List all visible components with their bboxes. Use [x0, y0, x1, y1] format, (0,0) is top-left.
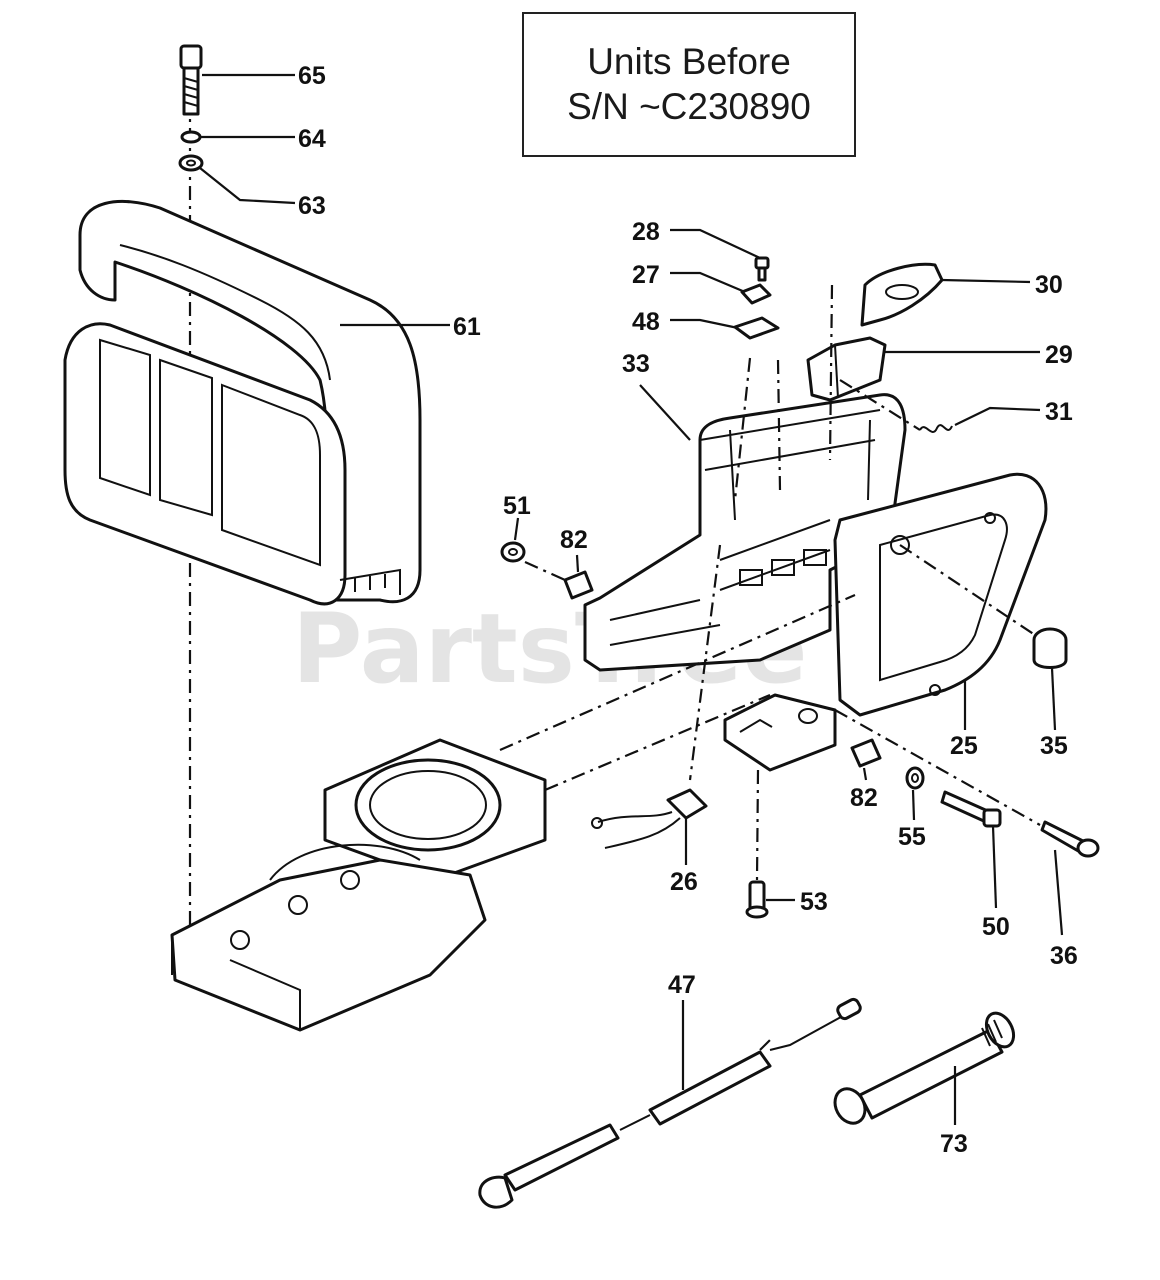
bolt-65 [179, 44, 203, 116]
leader-lines [199, 73, 1064, 1125]
callout-64: 64 [298, 125, 326, 153]
cushion-35 [1032, 627, 1068, 669]
washer-55 [905, 766, 925, 790]
serial-note-line-2: S/N ~C230890 [567, 85, 811, 127]
callout-47: 47 [668, 971, 696, 999]
callout-55: 55 [898, 823, 926, 851]
assembly-axis-2 [544, 693, 771, 792]
callout-51: 51 [503, 492, 531, 520]
assembly-axis-7 [776, 359, 782, 491]
clamp-block [723, 693, 837, 772]
screw-53 [745, 880, 769, 919]
callout-48: 48 [632, 308, 660, 336]
callout-25: 25 [950, 732, 978, 760]
screw-28 [754, 256, 770, 282]
assembly-axis-3 [524, 560, 566, 582]
plate-48 [733, 316, 780, 340]
assembly-axis-6 [733, 357, 752, 501]
callout-27: 27 [632, 261, 660, 289]
serial-note-line-1: Units Before [587, 41, 791, 83]
bolt-50 [940, 790, 1002, 828]
assembly-axis-9 [688, 544, 722, 781]
callout-36: 36 [1050, 942, 1078, 970]
throttle-trigger-29 [806, 336, 887, 402]
assembly-axis-1 [499, 593, 856, 752]
nut-27 [740, 283, 772, 305]
cushion-51 [500, 541, 526, 563]
gear-case [170, 738, 547, 1032]
washer-63 [178, 154, 204, 172]
callout-50: 50 [982, 913, 1010, 941]
callout-61: 61 [453, 313, 481, 341]
callout-82-lower: 82 [850, 784, 878, 812]
screw-36 [1040, 820, 1100, 858]
callout-28: 28 [632, 218, 660, 246]
assembly-axis-12 [759, 1039, 771, 1051]
lock-washer-64 [180, 130, 202, 144]
assembly-axis-5 [834, 709, 1041, 826]
callout-82-upper: 82 [560, 526, 588, 554]
rear-grip-25 [833, 472, 1048, 717]
drive-shaft-73 [833, 1011, 1016, 1125]
callout-73: 73 [940, 1130, 968, 1158]
front-handle-61 [63, 200, 422, 606]
callout-30: 30 [1035, 271, 1063, 299]
throttle-lock-30 [860, 262, 944, 327]
callout-26: 26 [670, 868, 698, 896]
assembly-axis-11 [839, 379, 921, 431]
rear-handle-frame-33 [583, 393, 907, 672]
assembly-axis-10 [755, 769, 760, 881]
throttle-cable-47 [478, 997, 862, 1209]
callout-53: 53 [800, 888, 828, 916]
pin-82-lower [850, 738, 882, 768]
callout-29: 29 [1045, 341, 1073, 369]
spring-31 [919, 424, 953, 433]
callout-65: 65 [298, 62, 326, 90]
callout-labels: 65 64 63 61 28 27 48 33 30 29 31 51 82 2… [298, 62, 1078, 1158]
switch-26 [591, 788, 708, 849]
callout-33: 33 [622, 350, 650, 378]
pin-82-upper [563, 570, 594, 600]
callout-35: 35 [1040, 732, 1068, 760]
callout-31: 31 [1045, 398, 1073, 426]
assembly-axis-8 [828, 284, 834, 461]
callout-63: 63 [298, 192, 326, 220]
serial-note-box: Units Before S/N ~C230890 [522, 12, 856, 157]
